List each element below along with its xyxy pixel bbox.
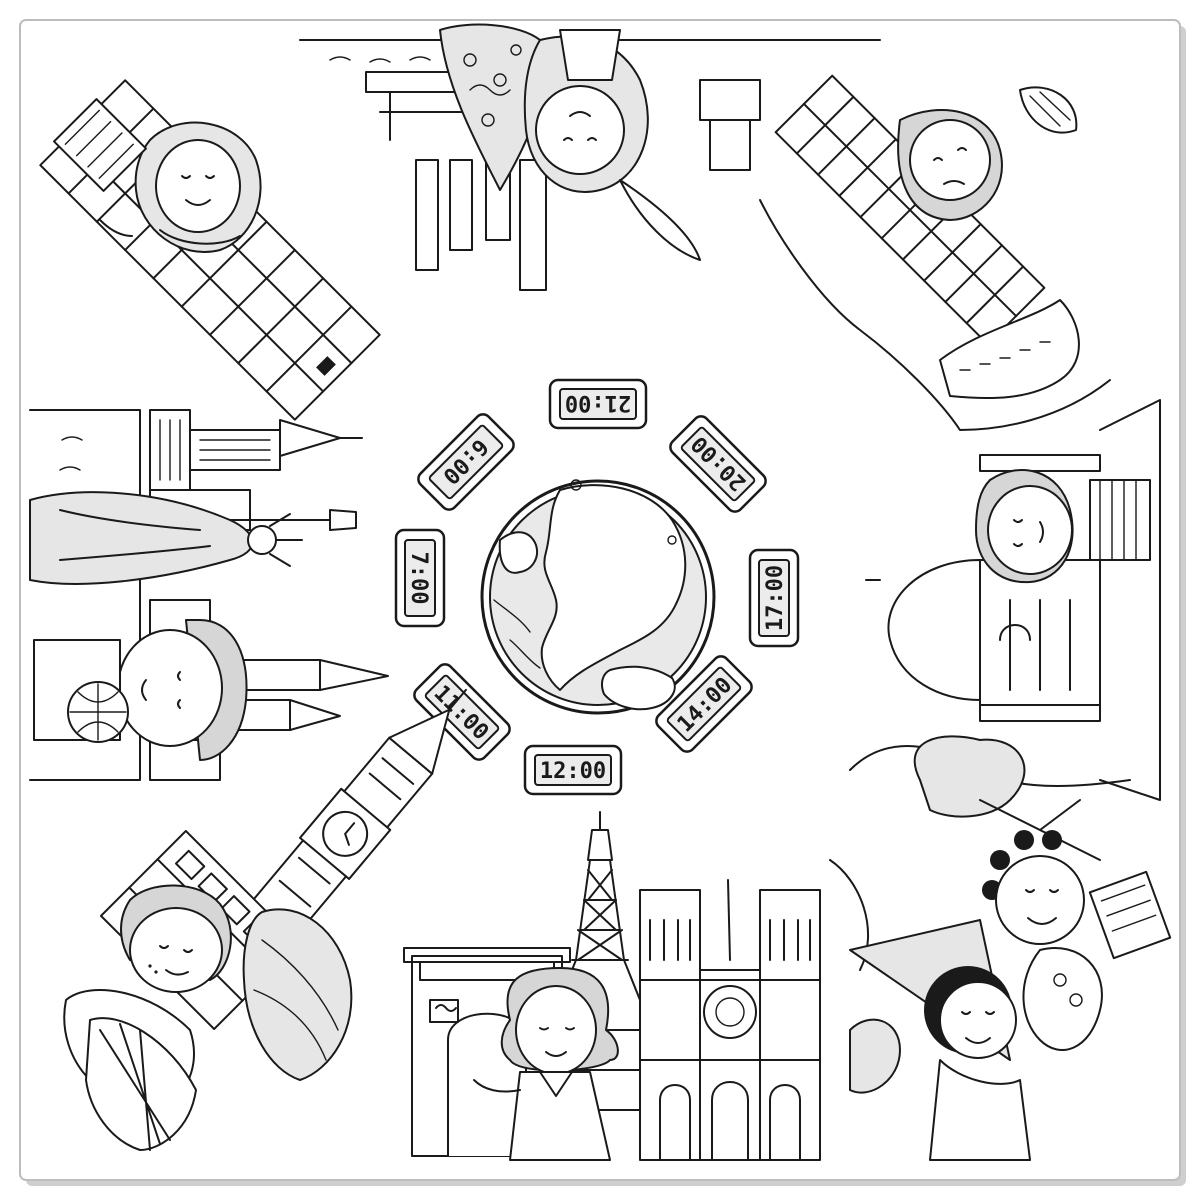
new-york-scene [29, 409, 389, 781]
taj-mahal [865, 454, 1101, 722]
clock-rio-time: 7:00 [406, 552, 431, 605]
clock-paris-time: 12:00 [540, 759, 606, 784]
notre-dame [639, 879, 821, 1161]
clock-delhi-time: 17:00 [763, 565, 788, 631]
clock-new-york: 6:00 [417, 413, 515, 511]
girl-africa [982, 830, 1172, 960]
clock-london: 11:00 [413, 663, 511, 761]
london-scene [63, 688, 467, 1151]
top-left-scene [39, 79, 381, 421]
clock-beijing: 20:00 [669, 415, 767, 513]
child-rio [33, 619, 248, 761]
child-top [523, 29, 701, 261]
clock-rio: 7:00 [394, 528, 446, 628]
top-scene [299, 23, 881, 291]
great-wall [939, 299, 1080, 400]
child-top-right [897, 86, 1078, 221]
globe [480, 479, 716, 715]
clock-paris: 12:00 [523, 744, 623, 796]
acacia-tree [913, 735, 1101, 861]
paris-scene [403, 811, 821, 1161]
child-right [975, 469, 1151, 584]
clock-tokyo: 21:00 [548, 378, 648, 430]
child-london [63, 884, 232, 1151]
india-scene [865, 399, 1161, 801]
boy-africa [849, 966, 1031, 1161]
africa-scene [829, 735, 1172, 1161]
gherkin [242, 908, 353, 1081]
statue-of-liberty [29, 491, 357, 585]
child-top-left [53, 98, 262, 253]
china-scene [759, 74, 1111, 431]
big-ben [246, 688, 467, 944]
clock-delhi: 17:00 [748, 548, 800, 648]
clock-tokyo-time: 21:00 [565, 390, 631, 415]
child-paris [473, 967, 619, 1161]
